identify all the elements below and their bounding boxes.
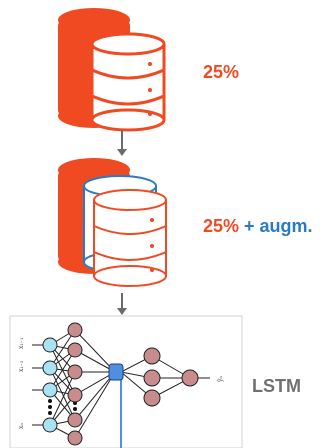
stage2-plus: + xyxy=(239,216,260,236)
stage2-percent: 25% xyxy=(203,216,240,236)
svg-text:x₁₋₁: x₁₋₁ xyxy=(18,338,25,349)
stage2-augm: augm. xyxy=(259,216,313,236)
lstm-network-diagram: x₁₋₁ x₁₋₂ xₙ ŷₙ xyxy=(9,315,243,448)
white-database-front xyxy=(90,32,166,132)
arrow-down-icon xyxy=(117,293,127,315)
stage1-percent-label: 25% xyxy=(203,62,240,82)
svg-text:xₙ: xₙ xyxy=(18,423,25,429)
white-database-front-2 xyxy=(93,189,167,287)
stage2-label: 25% + augm. xyxy=(203,216,313,237)
arrow-down-icon xyxy=(117,130,127,156)
svg-text:ŷₙ: ŷₙ xyxy=(217,376,224,383)
lstm-label: LSTM xyxy=(252,376,301,396)
svg-text:x₁₋₂: x₁₋₂ xyxy=(18,360,25,372)
